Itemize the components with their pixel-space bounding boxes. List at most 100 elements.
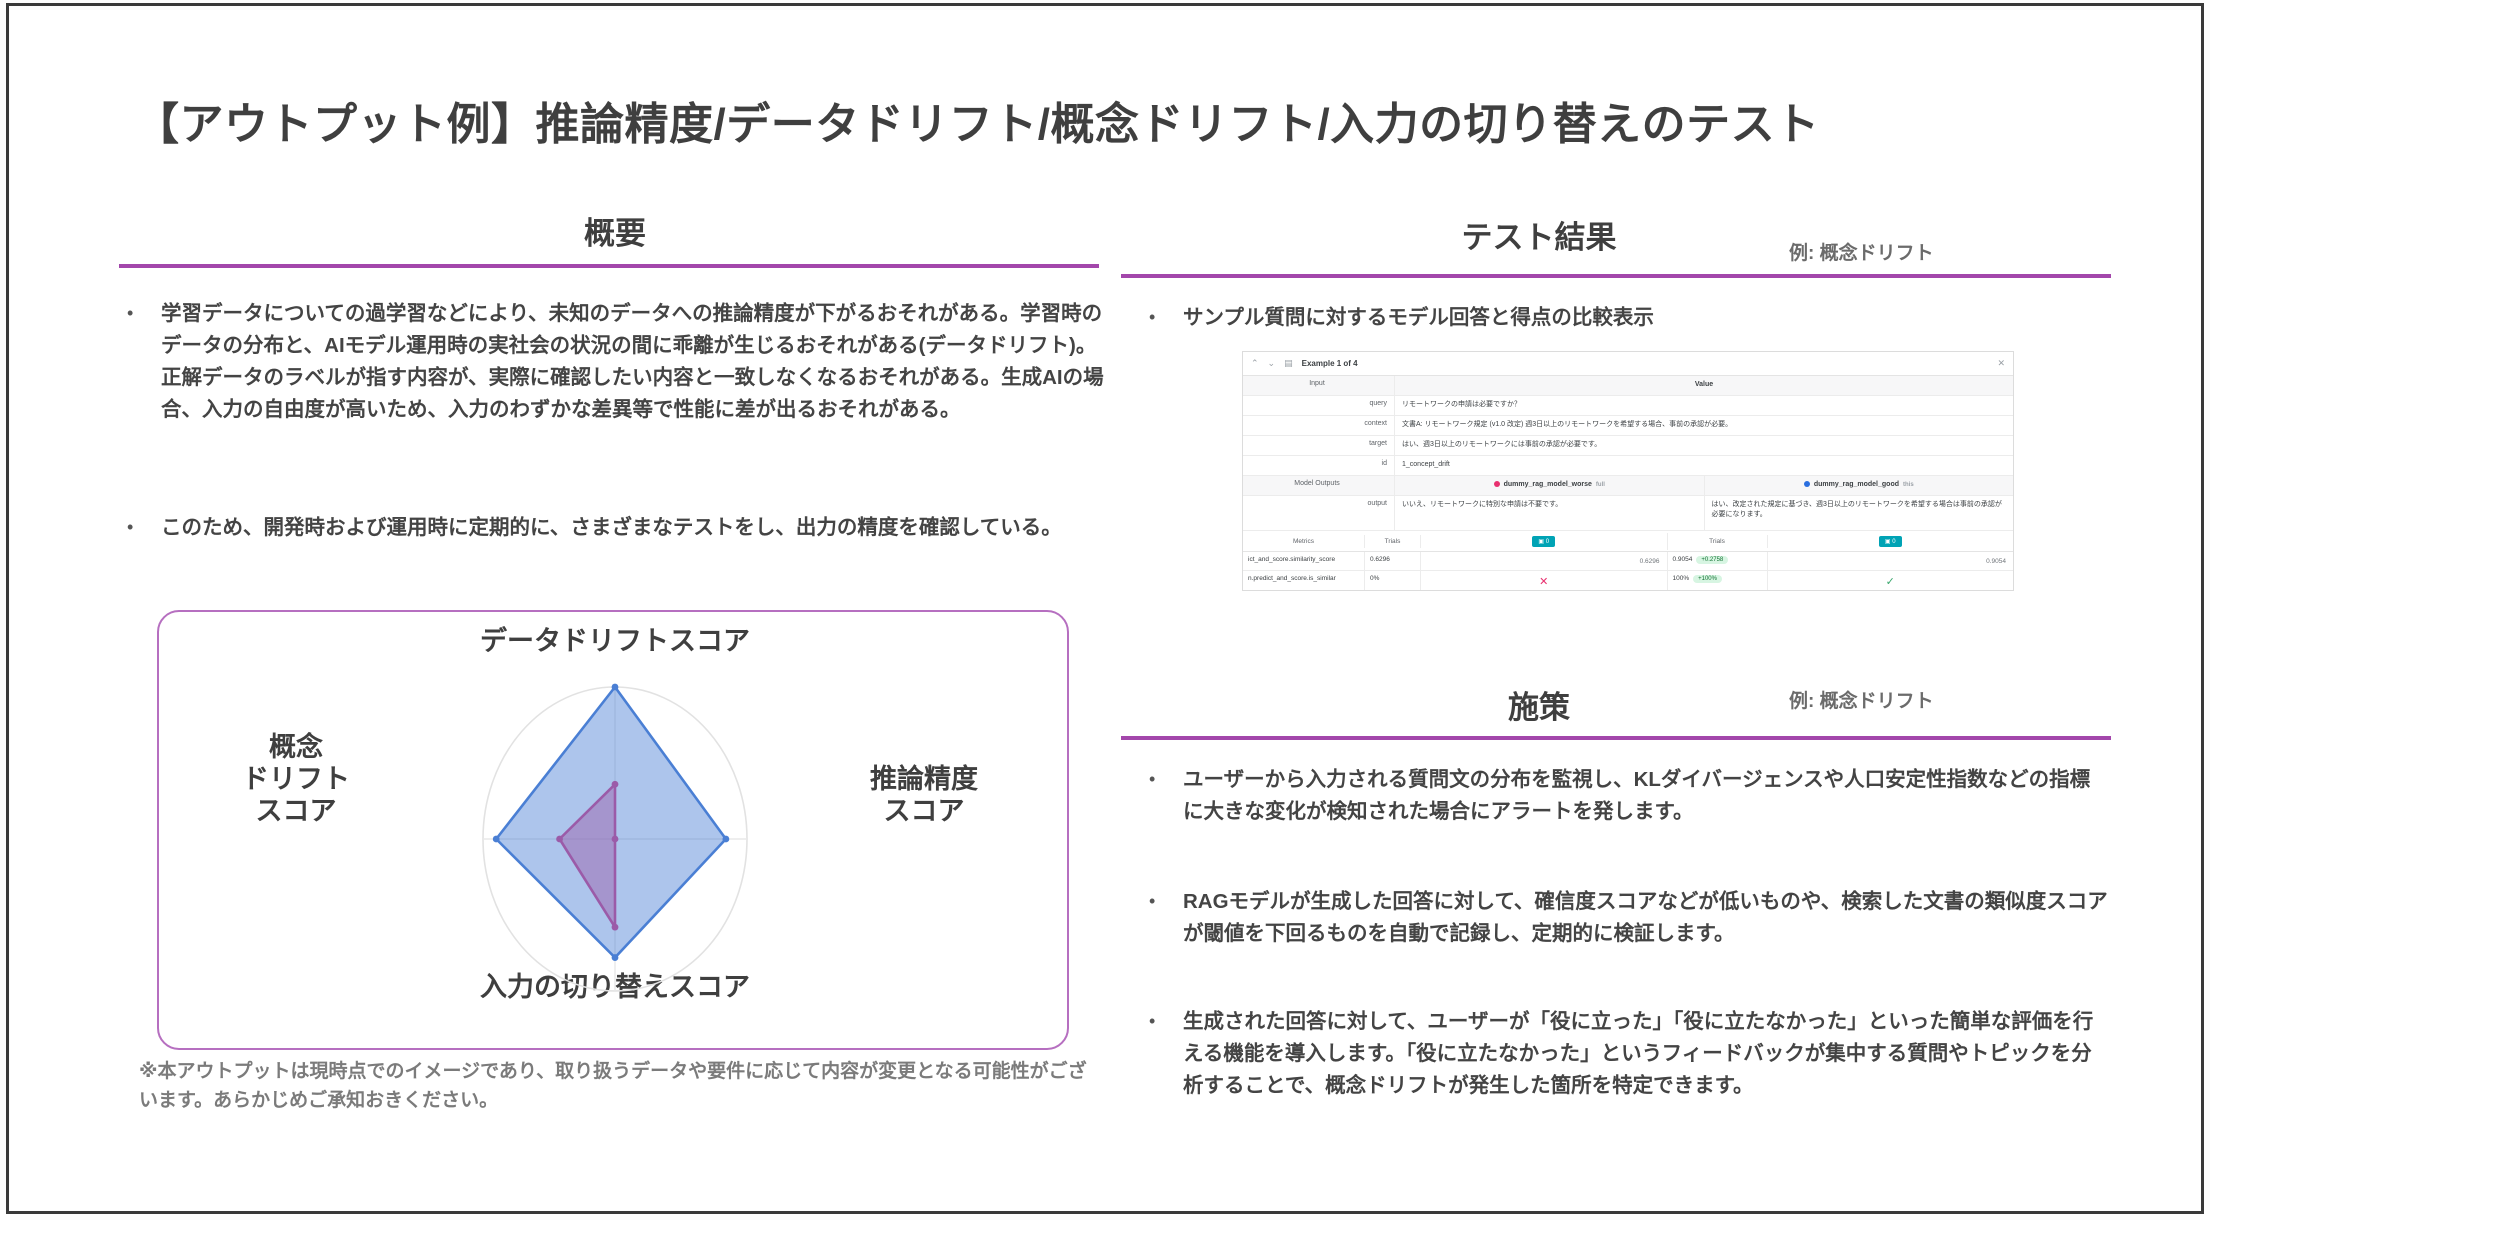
example-counter-label: Example 1 of 4 <box>1301 359 1358 368</box>
table-row: query リモートワークの申請は必要ですか？ <box>1243 396 2013 416</box>
column-header-input: Input <box>1243 376 1395 395</box>
model-good-dot-icon <box>1803 481 1810 487</box>
output-good-text: はい、改定された規定に基づき、週3日以上のリモートワークを希望する場合は事前の承… <box>1703 496 2014 530</box>
trials-col-label-b: Trials <box>1668 534 1768 548</box>
metric-trials-a-similarity: 0.6296 <box>1365 552 1421 570</box>
slide: 【アウトプット例】推論精度/データドリフト/概念ドリフト/入力の切り替えのテスト… <box>6 3 2204 1214</box>
row-label-id: id <box>1243 456 1395 475</box>
model-worse-name: dummy_rag_model_worse <box>1503 481 1592 488</box>
bullet-marker: • <box>1149 307 1156 327</box>
model-worse-tag: full <box>1595 482 1605 488</box>
radar-axis-label-concept-l3: スコア <box>255 795 337 826</box>
metric-delta-b-similarity: +0.2758 <box>1696 556 1729 564</box>
model-good-tag: this <box>1903 482 1914 488</box>
model-outputs-label: Model Outputs <box>1243 476 1395 495</box>
metric-fail-cell: ✕ <box>1421 571 1668 590</box>
table-row: context 文書A: リモートワーク規定 (v1.0 改定) 週3日以上のリ… <box>1243 416 2013 436</box>
metric-row-similarity: ict_and_score.similarity_score 0.6296 0.… <box>1243 552 2013 571</box>
footnote: ※本アウトプットは現時点でのイメージであり、取り扱うデータや要件に応じて内容が変… <box>139 1061 1087 1111</box>
metric-trials-b-val-2: 100% <box>1672 575 1690 582</box>
trials-col-label-a: Trials <box>1365 534 1421 548</box>
bullet-marker: • <box>1149 1011 1156 1031</box>
metric-delta-b-is-similar: +100% <box>1693 575 1722 583</box>
radar-point-worse-2 <box>611 923 619 931</box>
model-worse-dot-icon <box>1493 481 1500 487</box>
radar-point-good-2 <box>611 954 619 961</box>
row-label-context: context <box>1243 416 1395 435</box>
row-value-id: 1_concept_drift <box>1402 461 1450 468</box>
overview-bullet-2: • このため、開発時および運用時に定期的に、さまざまなテストをし、出力の精度を確… <box>127 512 1107 544</box>
section-heading-measures: 施策 <box>1508 690 1570 725</box>
measures-bullet-1: • ユーザーから入力される質問文の分布を監視し、KLダイバージェンスや人口安定性… <box>1149 764 2109 828</box>
model-good-name: dummy_rag_model_good <box>1813 481 1899 488</box>
screenshot-titlebar: ⌃ ⌄ ▤ Example 1 of 4 ✕ <box>1243 352 2013 376</box>
model-good-header: dummy_rag_model_good this <box>1703 476 2014 495</box>
check-icon: ✓ <box>1885 576 1895 588</box>
radar-point-worse-3 <box>556 835 563 843</box>
metrics-header-row: Metrics Trials ▣ 0 Trials ▣ 0 <box>1243 531 2013 552</box>
radar-axis-label-concept-drift: 概念 ドリフト スコア <box>191 732 401 828</box>
table-row: target はい、週3日以上のリモートワークには事前の承認が必要です。 <box>1243 436 2013 456</box>
metric-trials-a-is-similar: 0% <box>1365 571 1421 590</box>
radar-plot <box>482 683 748 992</box>
radar-axis-label-concept-l1: 概念 <box>269 732 323 762</box>
test-results-bullet: • サンプル質問に対するモデル回答と得点の比較表示 <box>1149 302 2139 334</box>
chevron-down-icon[interactable]: ⌄ <box>1267 358 1276 368</box>
measures-bullet-3: • 生成された回答に対して、ユーザーが「役に立った」「役に立たなかった」といった… <box>1149 1006 2109 1102</box>
output-label: output <box>1243 496 1395 530</box>
measures-bullet-3-text: 生成された回答に対して、ユーザーが「役に立った」「役に立たなかった」といった簡単… <box>1183 1010 2094 1097</box>
bullet-marker: • <box>127 303 134 323</box>
measures-bullet-1-text: ユーザーから入力される質問文の分布を監視し、KLダイバージェンスや人口安定性指数… <box>1183 768 2091 823</box>
row-label-query: query <box>1243 396 1395 415</box>
cross-icon: ✕ <box>1539 576 1549 588</box>
test-results-bullet-text: サンプル質問に対するモデル回答と得点の比較表示 <box>1183 306 1654 329</box>
row-value-target: はい、週3日以上のリモートワークには事前の承認が必要です。 <box>1402 441 1602 448</box>
metric-row-is-similar: n.predict_and_score.is_similar 0% ✕ 100%… <box>1243 571 2014 590</box>
section-heading-overview: 概要 <box>584 216 646 251</box>
radar-axis-label-concept-l2: ドリフト <box>242 763 350 794</box>
output-row: output いいえ、リモートワークに特別な申請は不要です。 はい、改定された規… <box>1243 496 2013 531</box>
measures-bullet-2: • RAGモデルが生成した回答に対して、確信度スコアなどが低いものや、検索した文… <box>1149 886 2109 950</box>
divider-overview <box>119 264 1099 268</box>
radar-chart-card: データドリフトスコア 推論精度 スコア 概念 ドリフト スコア 入力の切り替えス… <box>157 610 1069 1050</box>
metric-chip-cell-b: ▣ 0 <box>1768 533 2014 550</box>
bullet-marker: • <box>1149 769 1156 789</box>
overview-bullet-1-text: 学習データについての過学習などにより、未知のデータへの推論精度が下がるおそれがあ… <box>161 302 1104 421</box>
metric-chip-b[interactable]: ▣ 0 <box>1878 535 1902 547</box>
copy-icon[interactable]: ▤ <box>1284 358 1293 368</box>
bullet-marker: • <box>127 517 134 537</box>
divider-measures <box>1121 736 2111 740</box>
section-heading-test-results: テスト結果 <box>1461 220 1617 255</box>
metric-trials-b-is-similar: 100%+100% <box>1668 571 1768 590</box>
metric-value-a-similarity: 0.6296 <box>1421 552 1668 570</box>
measures-note: 例: 概念ドリフト <box>1789 691 1934 712</box>
measures-bullet-2-text: RAGモデルが生成した回答に対して、確信度スコアなどが低いものや、検索した文書の… <box>1183 890 2108 945</box>
metric-chip-cell-a: ▣ 0 <box>1421 532 1668 550</box>
metric-name-similarity: ict_and_score.similarity_score <box>1243 552 1365 570</box>
radar-point-good-1 <box>722 835 730 843</box>
row-label-target: target <box>1243 436 1395 455</box>
column-header-value: Value <box>1694 381 1714 388</box>
close-icon[interactable]: ✕ <box>1997 358 2005 368</box>
radar-axis-label-inference-l2: スコア <box>883 795 965 826</box>
metric-chip-a[interactable]: ▣ 0 <box>1532 535 1556 547</box>
chevron-up-icon[interactable]: ⌃ <box>1251 358 1259 368</box>
embedded-app-screenshot[interactable]: ⌃ ⌄ ▤ Example 1 of 4 ✕ Input Value query… <box>1242 351 2014 591</box>
radar-point-worse-0 <box>611 780 619 788</box>
metric-trials-b-val: 0.9054 <box>1672 556 1693 563</box>
metric-pass-cell: ✓ <box>1768 571 2014 590</box>
radar-point-good-0 <box>611 683 619 691</box>
radar-axis-label-inference: 推論精度 スコア <box>799 764 1049 828</box>
metric-value-b-similarity: 0.9054 <box>1986 557 2006 565</box>
radar-axis-label-inference-l1: 推論精度 <box>870 764 978 794</box>
output-worse-text: いいえ、リモートワークに特別な申請は不要です。 <box>1402 501 1563 508</box>
row-value-query: リモートワークの申請は必要ですか？ <box>1402 401 1521 408</box>
overview-bullet-2-text: このため、開発時および運用時に定期的に、さまざまなテストをし、出力の精度を確認し… <box>161 516 1062 539</box>
radar-point-worse-1 <box>611 835 619 843</box>
metrics-col-label: Metrics <box>1243 534 1365 548</box>
screenshot-table-header: Input Value <box>1243 376 2013 396</box>
table-row: id 1_concept_drift <box>1243 456 2013 476</box>
radar-point-good-3 <box>492 835 500 843</box>
row-value-context: 文書A: リモートワーク規定 (v1.0 改定) 週3日以上のリモートワークを希… <box>1402 421 1733 428</box>
